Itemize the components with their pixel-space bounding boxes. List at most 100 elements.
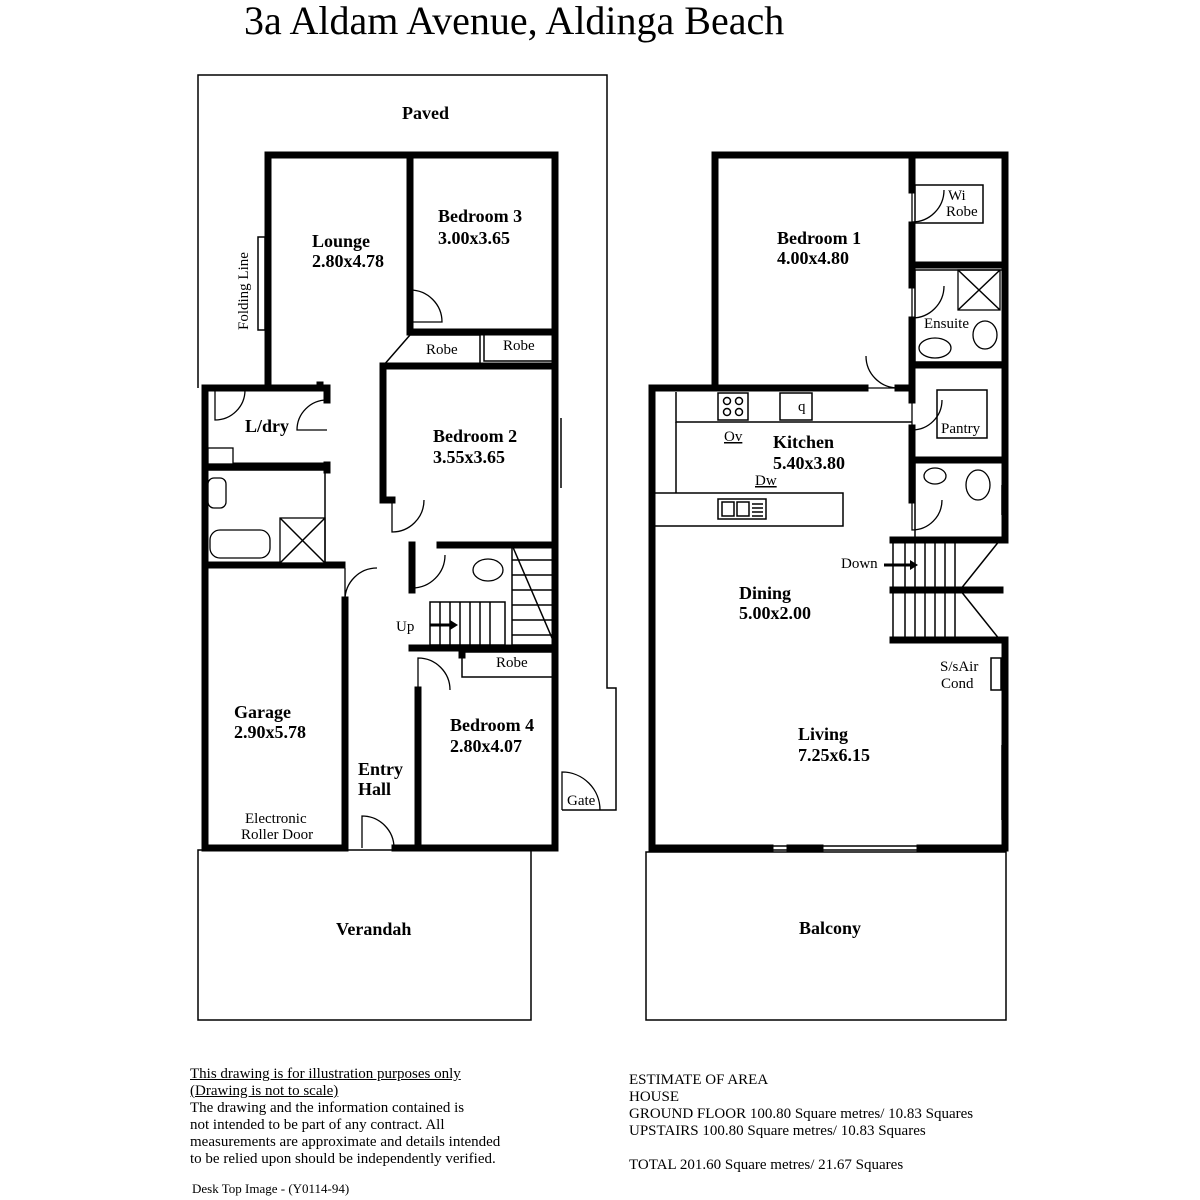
sink-bowl-1: [721, 501, 735, 517]
cooktop-icon: [717, 392, 749, 421]
bedroom2-name: Bedroom 2: [433, 426, 517, 446]
balcony-label: Balcony: [799, 918, 861, 938]
fridge-space: [779, 392, 813, 421]
wir-door: [911, 189, 945, 223]
ground-exterior-wall: [264, 151, 559, 852]
shower-cross: [279, 517, 326, 564]
bath-door: [411, 554, 446, 589]
ensuite-outline: [914, 269, 1004, 363]
wc-basin-icon: [923, 467, 947, 485]
dining-size: 5.00x2.00: [739, 603, 811, 623]
area-spacer: [629, 1140, 973, 1157]
disclaimer-line-2: (Drawing is not to scale): [190, 1083, 339, 1099]
wi-robe-line2: Robe: [946, 204, 978, 220]
area-upstairs: UPSTAIRS 100.80 Square metres/ 10.83 Squ…: [629, 1123, 926, 1139]
area-total: TOTAL 201.60 Square metres/ 21.67 Square…: [629, 1157, 904, 1173]
credit-line: Desk Top Image - (Y0114-94): [192, 1181, 350, 1196]
upper-floor: q Bedroom 1 4.00x4.80 Wi Robe Ensuite Pa…: [645, 151, 1009, 1021]
upper-exterior-wall: [711, 151, 1009, 544]
folding-line-marker: [257, 236, 266, 331]
wi-robe-line1: Wi: [948, 188, 966, 204]
bedroom2-wall: [379, 362, 396, 504]
toilet-2-icon: [472, 558, 504, 582]
down-label: Down: [841, 556, 878, 572]
bedroom3-size: 3.00x3.65: [438, 228, 510, 248]
verandah-outline: [197, 849, 532, 1021]
garage-size: 2.90x5.78: [234, 722, 306, 742]
lounge-size: 2.80x4.78: [312, 251, 384, 271]
entry-door: [361, 815, 395, 849]
sink-drainer: [752, 503, 763, 517]
garage-name: Garage: [234, 702, 291, 722]
lounge-slider: [300, 152, 372, 158]
disclaimer-line-1: This drawing is for illustration purpose…: [190, 1066, 461, 1082]
area-house: HOUSE: [629, 1089, 680, 1105]
area-estimate: ESTIMATE OF AREA HOUSE GROUND FLOOR 100.…: [629, 1072, 973, 1174]
garage-door-swing: [344, 567, 378, 601]
robe-c-outline: [461, 651, 555, 678]
pantry-door: [911, 399, 943, 431]
robe-b-outline: [483, 332, 555, 362]
living-name: Living: [798, 724, 848, 744]
ensuite-toilet-icon: [972, 320, 998, 350]
disclaimer-line-6: to be relied upon should be independentl…: [190, 1151, 496, 1167]
robe-c-label: Robe: [496, 655, 528, 671]
dining-name: Dining: [739, 583, 791, 603]
lounge-name: Lounge: [312, 231, 370, 251]
robe-a-label: Robe: [426, 342, 458, 358]
disclaimer: This drawing is for illustration purpose…: [190, 1066, 500, 1168]
aircon-line1: S/sAir: [940, 659, 978, 675]
bed1-door: [865, 355, 899, 389]
burner-1: [722, 396, 732, 406]
disclaimer-line-4: not intended to be part of any contract.…: [190, 1117, 445, 1133]
bed4-door: [417, 657, 451, 691]
bedroom3-name: Bedroom 3: [438, 206, 522, 226]
upper-exterior-west: [648, 384, 774, 852]
bedroom1-size: 4.00x4.80: [777, 248, 849, 268]
laundry-label: L/dry: [245, 416, 289, 436]
sink-icon: [717, 498, 767, 520]
verandah-label: Verandah: [336, 919, 411, 939]
bedroom1-name: Bedroom 1: [777, 228, 861, 248]
sink-bowl-2: [736, 501, 750, 517]
wc-door: [911, 499, 943, 531]
disclaimer-line-3: The drawing and the information containe…: [190, 1100, 465, 1116]
aircon-line2: Cond: [941, 676, 974, 692]
robe-a-outline: [382, 334, 481, 367]
burner-4: [734, 407, 744, 417]
kitchen-bench-back: [675, 392, 912, 423]
ground-exterior-wall-west: [201, 381, 346, 852]
pantry-label: Pantry: [941, 421, 981, 437]
ground-stairs: [429, 544, 556, 646]
gate-swing: [561, 771, 601, 811]
bedroom2-size: 3.55x3.65: [433, 447, 505, 467]
dishwasher-label: Dw: [755, 473, 777, 489]
fridge-mark: q: [798, 399, 806, 415]
bathtub-icon: [209, 529, 271, 559]
living-size: 7.25x6.15: [798, 745, 870, 765]
wc-toilet-icon: [965, 469, 991, 501]
living-slider: [770, 845, 920, 851]
laundry-trough-icon: [207, 447, 234, 465]
ground-floor: Paved Folding Line Lounge 2.80x4.78 Bedr…: [197, 74, 617, 1021]
bed2-door: [391, 499, 425, 533]
up-label: Up: [396, 619, 414, 635]
bedroom4-name: Bedroom 4: [450, 715, 534, 735]
folding-line-label: Folding Line: [236, 252, 252, 330]
pantry-outline: [936, 389, 988, 439]
oven-label: Ov: [724, 429, 743, 445]
toilet-icon: [207, 477, 227, 509]
balcony-outline: [645, 851, 1007, 1021]
area-heading: ESTIMATE OF AREA: [629, 1072, 769, 1088]
paved-label: Paved: [402, 103, 449, 123]
island-bench: [652, 492, 844, 527]
roller-door-line1: Electronic: [245, 811, 307, 827]
bed3-door: [409, 289, 443, 323]
burner-2: [734, 396, 744, 406]
bathroom-outline: [204, 469, 326, 566]
plan-title: 3a Aldam Avenue, Aldinga Beach: [244, 0, 784, 43]
bed2-window: [556, 418, 562, 488]
kitchen-name: Kitchen: [773, 432, 834, 452]
kitchen-size: 5.40x3.80: [773, 453, 845, 473]
laundry-door-2: [296, 399, 328, 431]
